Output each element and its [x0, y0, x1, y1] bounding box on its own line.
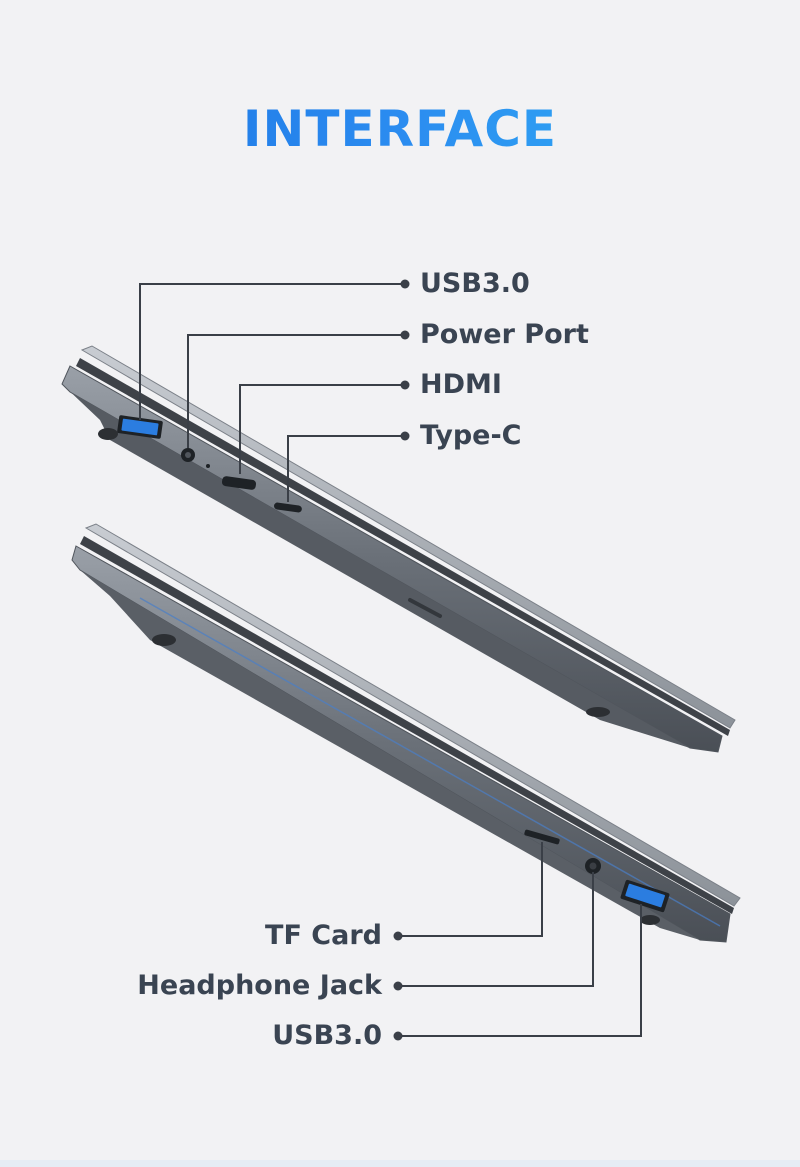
callout-lines-bottom	[400, 842, 642, 1037]
rubber-foot	[98, 428, 118, 440]
laptop-lid	[80, 345, 736, 729]
label-hdmi: HDMI	[420, 369, 502, 400]
callout-headphone	[400, 872, 594, 987]
callout-type-c	[287, 435, 402, 502]
usb-port-icon	[117, 415, 163, 439]
bottom-divider	[0, 1160, 800, 1167]
label-tf-card: TF Card	[265, 920, 382, 951]
label-headphone-jack: Headphone Jack	[137, 970, 382, 1001]
rubber-foot	[640, 915, 660, 925]
type-c-port-icon	[274, 502, 302, 513]
laptop-side-face	[80, 570, 700, 940]
lid-gap	[80, 536, 734, 914]
laptop-left-side	[61, 345, 736, 753]
indicator-led-icon	[206, 464, 210, 468]
callout-hdmi	[239, 384, 402, 474]
page-title: INTERFACE	[0, 100, 800, 158]
usb-port-icon	[620, 879, 670, 913]
laptop-right-side	[71, 523, 741, 943]
rubber-foot	[586, 707, 610, 717]
callout-usb-top	[139, 283, 402, 420]
callout-power	[187, 334, 402, 448]
label-power-port: Power Port	[420, 319, 589, 350]
callout-tf-card	[400, 842, 543, 937]
callout-lines-top	[139, 283, 402, 502]
lid-gap	[76, 358, 730, 736]
rubber-foot	[152, 634, 176, 646]
laptop-lid	[84, 523, 741, 907]
callout-usb-bottom	[400, 904, 642, 1037]
label-usb3-bottom: USB3.0	[272, 1020, 382, 1051]
callout-dots-bottom	[393, 931, 403, 1041]
label-type-c: Type-C	[420, 420, 522, 451]
hdmi-port-icon	[221, 476, 257, 490]
tf-card-slot-icon	[524, 829, 560, 845]
callout-dots-top	[400, 279, 410, 441]
label-usb3-top: USB3.0	[420, 268, 530, 299]
